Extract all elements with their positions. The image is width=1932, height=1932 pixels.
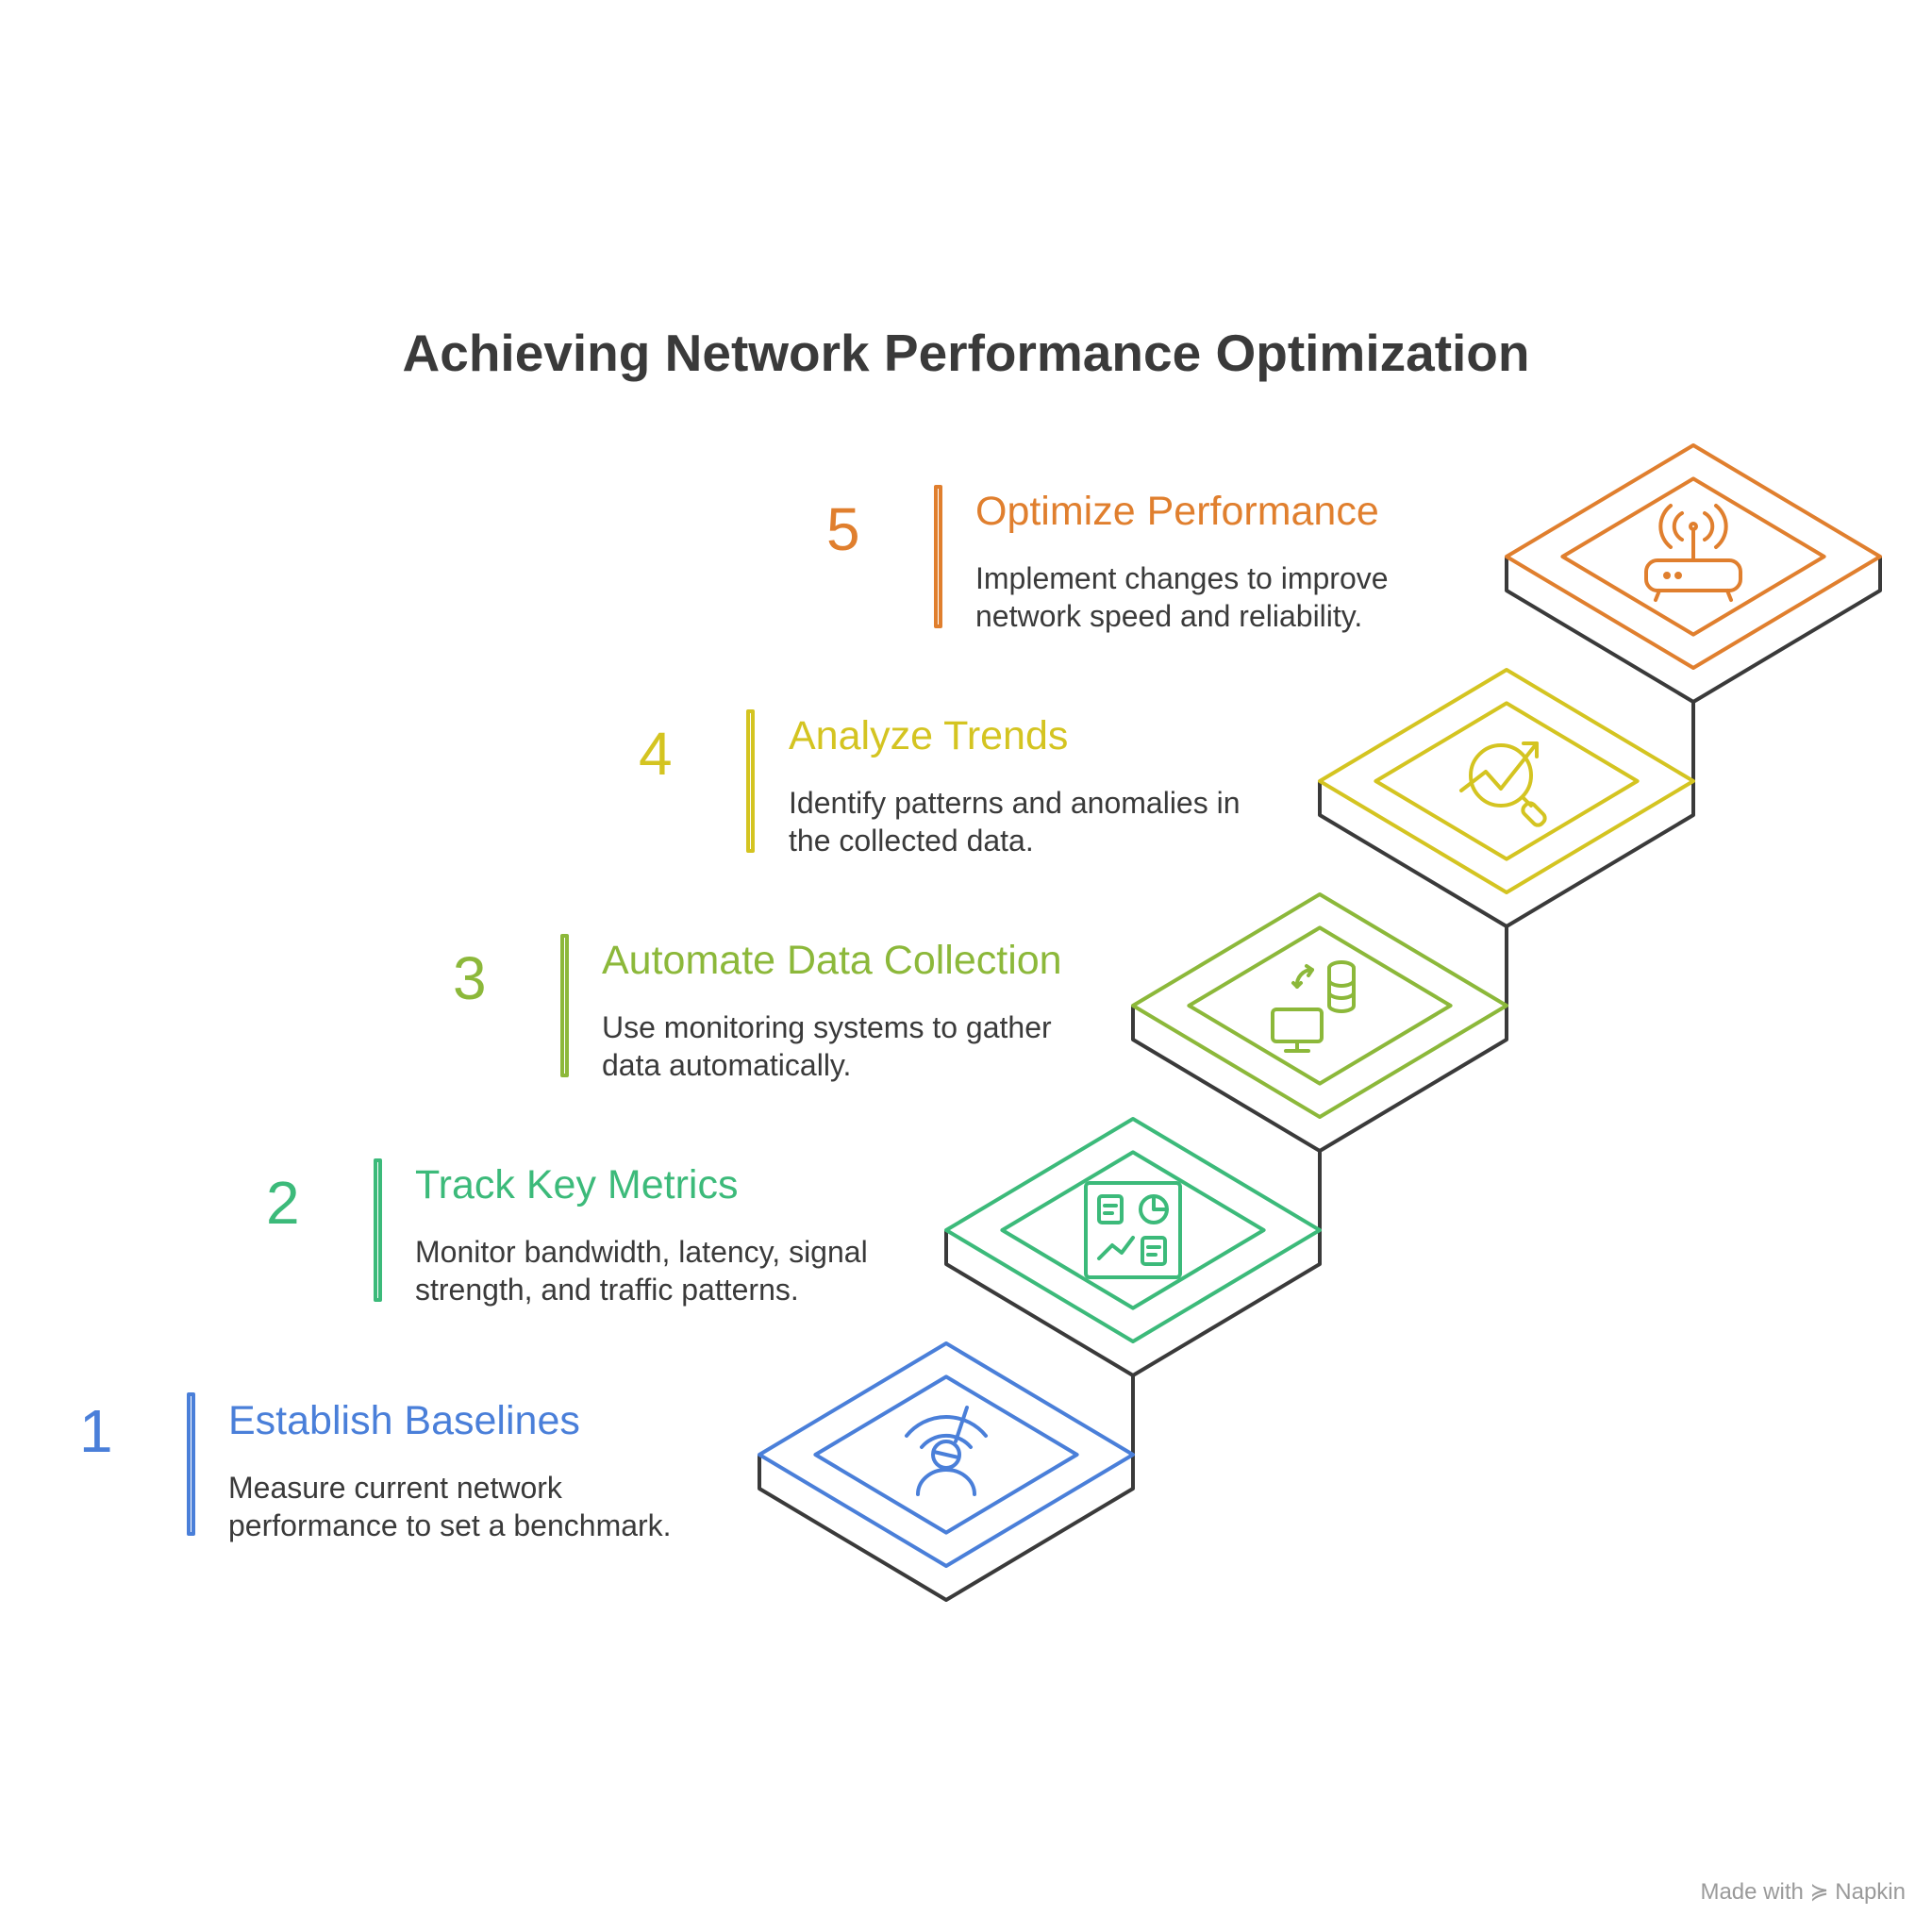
step-2-inner	[1000, 1150, 1266, 1310]
step-1-side	[758, 1455, 1135, 1602]
step-5-block	[1505, 443, 1882, 704]
step-3-number: 3	[453, 944, 487, 1012]
step-2-top	[944, 1117, 1322, 1343]
step-2-bar	[374, 1158, 382, 1302]
step-2-title: Track Key Metrics	[415, 1162, 739, 1208]
page-title: Achieving Network Performance Optimizati…	[402, 324, 1530, 382]
step-3-bar	[560, 934, 569, 1077]
step-2-block	[944, 1117, 1322, 1377]
step-5-inner	[1560, 476, 1826, 637]
step-4-title: Analyze Trends	[789, 713, 1069, 758]
step-4-inner	[1374, 701, 1640, 861]
step-5-title: Optimize Performance	[975, 489, 1379, 534]
step-3-block	[1131, 892, 1508, 1153]
step-4-block	[1318, 668, 1695, 928]
step-1-description: Measure current network performance to s…	[228, 1471, 672, 1542]
step-5-number: 5	[826, 495, 860, 563]
step-2-number: 2	[266, 1169, 300, 1237]
step-3-title: Automate Data Collection	[602, 938, 1062, 983]
step-1-title: Establish Baselines	[228, 1398, 580, 1443]
napkin-branding: Made with ≽ Napkin	[1700, 1879, 1906, 1905]
step-4-description: Identify patterns and anomalies in the c…	[789, 786, 1241, 858]
step-3-top	[1131, 892, 1508, 1119]
step-1-inner	[813, 1374, 1079, 1535]
router-icon	[1644, 504, 1742, 602]
step-2-description: Monitor bandwidth, latency, signal stren…	[415, 1235, 868, 1307]
step-3-inner	[1187, 925, 1453, 1086]
dashboard-icon	[1084, 1181, 1182, 1279]
step-1-bar	[187, 1392, 195, 1536]
gauge-person-icon	[905, 1406, 988, 1496]
trend-analysis-icon	[1459, 741, 1547, 827]
step-4-bar	[746, 709, 755, 853]
step-5-description: Implement changes to improve network spe…	[975, 561, 1389, 633]
step-1-block	[758, 1341, 1135, 1602]
step-1-number: 1	[79, 1397, 113, 1465]
step-4-number: 4	[639, 720, 673, 788]
step-3-description: Use monitoring systems to gather data au…	[602, 1010, 1052, 1082]
database-sync-icon	[1271, 960, 1356, 1053]
step-5-bar	[934, 485, 942, 628]
